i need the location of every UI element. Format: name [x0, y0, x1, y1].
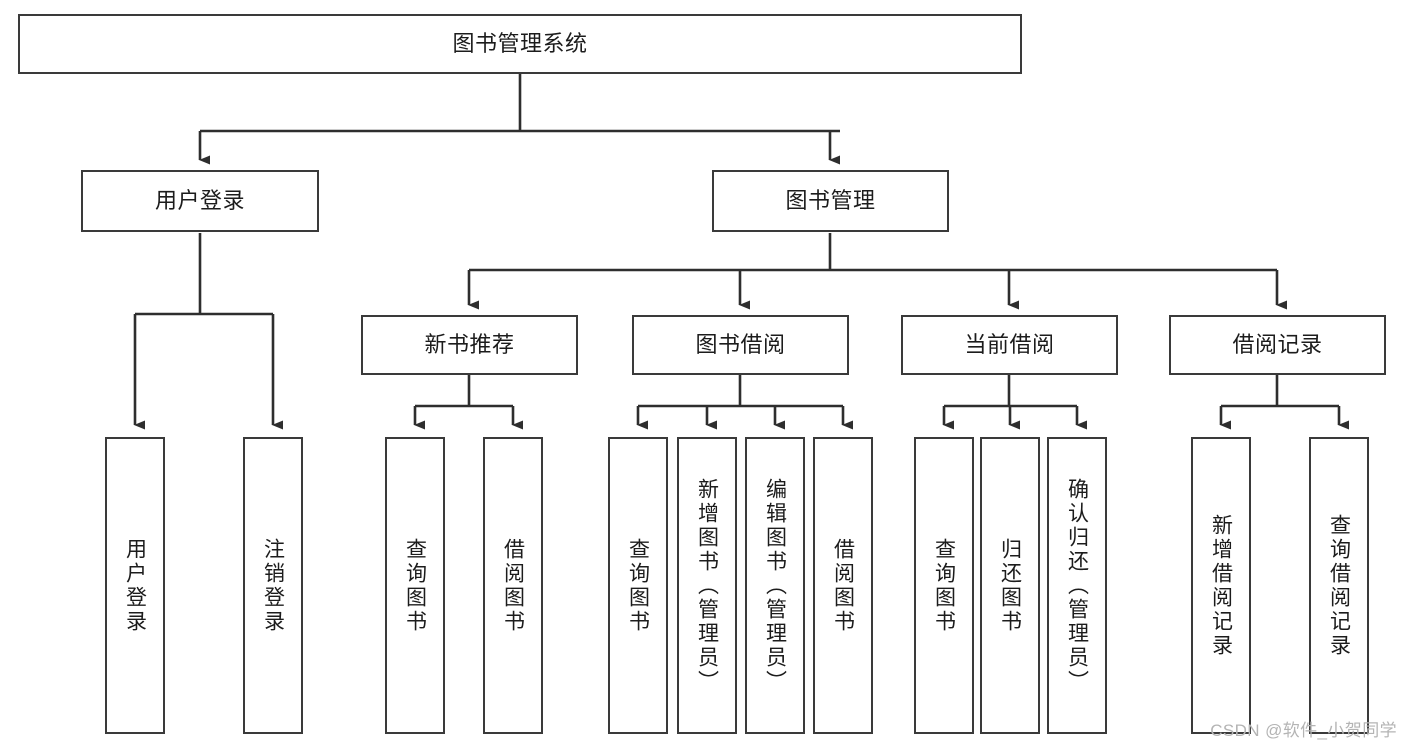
leaf-current-return-book[interactable]: 归还图书 [980, 437, 1040, 734]
node-label: 图书管理 [785, 187, 876, 213]
leaf-record-add-borrow-record[interactable]: 新增借阅记录 [1191, 437, 1251, 734]
leaf-current-confirm-return-admin[interactable]: 确认归还（管理员） [1047, 437, 1107, 734]
node-label: 用户登录 [154, 187, 245, 213]
node-book-borrowing[interactable]: 图书借阅 [632, 315, 849, 375]
node-label: 查询借阅记录 [1327, 513, 1351, 658]
leaf-record-query-borrow-record[interactable]: 查询借阅记录 [1309, 437, 1369, 734]
node-label: 借阅图书 [831, 537, 855, 634]
node-current-borrowing[interactable]: 当前借阅 [901, 315, 1118, 375]
node-label: 查询图书 [403, 537, 427, 634]
leaf-borrow-add-book-admin[interactable]: 新增图书（管理员） [677, 437, 737, 734]
node-label: 确认归还（管理员） [1065, 477, 1089, 694]
leaf-new-book-query-book[interactable]: 查询图书 [385, 437, 445, 734]
node-label: 编辑图书（管理员） [763, 477, 787, 694]
node-label: 归还图书 [998, 537, 1022, 634]
node-label: 新增图书（管理员） [695, 477, 719, 694]
node-label: 借阅记录 [1232, 331, 1323, 357]
leaf-borrow-query-book[interactable]: 查询图书 [608, 437, 668, 734]
leaf-borrow-edit-book-admin[interactable]: 编辑图书（管理员） [745, 437, 805, 734]
node-book-management[interactable]: 图书管理 [712, 170, 949, 232]
node-label: 注销登录 [261, 537, 285, 634]
leaf-new-book-borrow-book[interactable]: 借阅图书 [483, 437, 543, 734]
leaf-current-query-book[interactable]: 查询图书 [914, 437, 974, 734]
node-label: 图书借阅 [695, 331, 786, 357]
node-root-book-management-system[interactable]: 图书管理系统 [18, 14, 1022, 74]
node-label: 新书推荐 [424, 331, 515, 357]
node-label: 查询图书 [626, 537, 650, 634]
node-label: 当前借阅 [964, 331, 1055, 357]
node-user-login[interactable]: 用户登录 [81, 170, 319, 232]
node-new-book-recommendation[interactable]: 新书推荐 [361, 315, 578, 375]
leaf-user-login-login[interactable]: 用户登录 [105, 437, 165, 734]
node-label: 图书管理系统 [452, 30, 588, 56]
node-borrowing-record[interactable]: 借阅记录 [1169, 315, 1386, 375]
node-label: 借阅图书 [501, 537, 525, 634]
leaf-borrow-borrow-book[interactable]: 借阅图书 [813, 437, 873, 734]
node-label: 新增借阅记录 [1209, 513, 1233, 658]
leaf-user-login-logout[interactable]: 注销登录 [243, 437, 303, 734]
csdn-watermark: CSDN @软件_小贺同学 [1210, 721, 1397, 740]
node-label: 查询图书 [932, 537, 956, 634]
node-label: 用户登录 [123, 537, 147, 634]
